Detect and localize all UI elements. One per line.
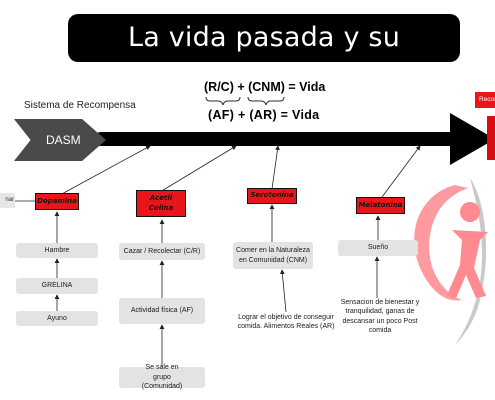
- text-lograr-objetivo: Lograr el objetivo de conseguir comida. …: [237, 314, 335, 331]
- cut-off-left-box: nar: [0, 193, 15, 208]
- timeline-end-red-panel: [487, 116, 495, 160]
- subtitle: Sistema de Recompensa: [24, 100, 136, 111]
- equation-line-1: (R/C) + (CNM) = Vida: [204, 80, 326, 94]
- person-logo-icon: [414, 178, 488, 345]
- box-cazar-recolectar: Cazar / Recolectar (C/R): [119, 243, 205, 260]
- equation-line-2: (AF) + (AR) = Vida: [208, 108, 320, 122]
- connector-dopamina-timeline: [59, 145, 151, 196]
- box-actividad-fisica: Actividad física (AF): [119, 298, 205, 324]
- connector-ar-cnm: [279, 269, 287, 313]
- box-sale-en-grupo: Se sale en grupo (Comunidad): [119, 364, 205, 390]
- box-grelina: GRELINA: [16, 278, 98, 294]
- page-title: La vida pasada y su alimentacion: [68, 14, 460, 101]
- connector-melatonina-timeline: [381, 145, 421, 198]
- text-sensacion-bienestar: Sensacion de bienestar y tranquilidad, g…: [340, 299, 420, 335]
- box-sueno: Sueño: [338, 240, 418, 256]
- header-acetil-colina: Acetil Colina: [136, 190, 186, 217]
- connector-serotonina-timeline: [271, 145, 280, 190]
- header-melatonina: Melatonina: [356, 197, 405, 214]
- box-hambre: Hambre: [16, 243, 98, 258]
- brace-rc: [205, 96, 241, 106]
- timeline-shaft: [94, 132, 474, 146]
- header-serotonina: Serotonina: [247, 188, 297, 204]
- header-dopamina: Dopamina: [35, 193, 79, 210]
- box-comer-naturaleza: Comer en la Naturaleza en Comunidad (CNM…: [233, 242, 313, 269]
- timeline-end-box: Recompensa: [475, 92, 495, 108]
- brace-cnm: [247, 96, 285, 106]
- connector-acetil-timeline: [159, 145, 237, 193]
- box-ayuno: Ayuno: [16, 311, 98, 326]
